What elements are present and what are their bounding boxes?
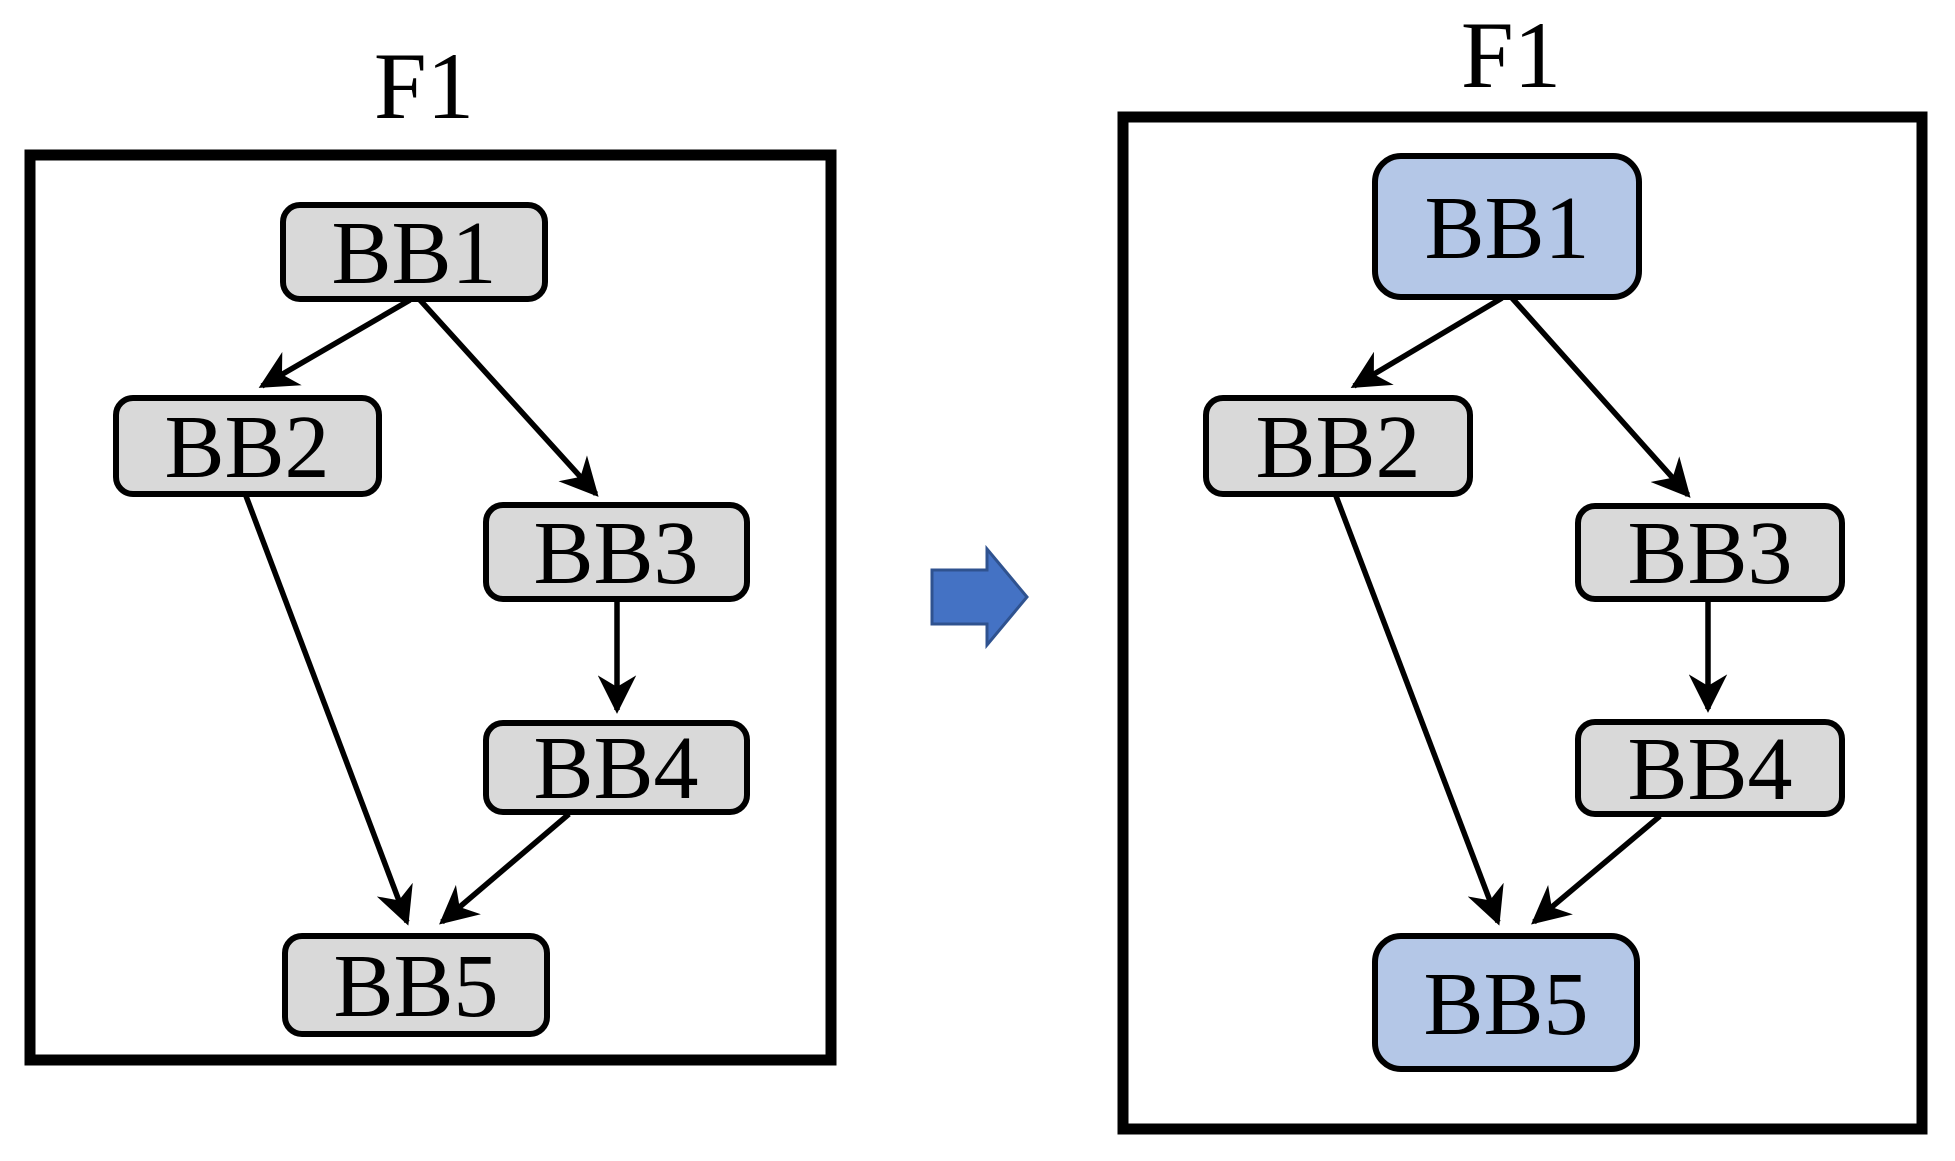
node-left-bb4-box — [483, 720, 750, 815]
node-left-bb5-label: BB5 — [333, 937, 498, 1036]
edge-bb4-bb5 — [439, 811, 571, 925]
node-right-bb2: BB2 — [1203, 395, 1473, 497]
left-cfg-panel: F1 BB1 BB2 BB3 — [24, 33, 837, 1066]
node-left-bb4-label: BB4 — [533, 719, 698, 818]
node-left-bb1: BB1 — [280, 202, 548, 303]
node-left-bb1-label: BB1 — [331, 204, 496, 303]
left-nodes: BB1 BB2 BB3 BB4 BB5 — [113, 202, 750, 1037]
node-left-bb1-box — [280, 202, 548, 302]
node-right-bb4-label: BB4 — [1627, 720, 1792, 819]
edge-bb1-bb2 — [1350, 295, 1504, 389]
right-cfg-panel: F1 BB1 BB2 BB3 — [1117, 2, 1928, 1135]
node-right-bb5-label: BB5 — [1423, 955, 1588, 1054]
node-right-bb4: BB4 — [1575, 719, 1845, 819]
node-right-bb3-label: BB3 — [1627, 504, 1792, 603]
node-right-bb3-box — [1575, 503, 1845, 602]
edge-bb2-bb5 — [1333, 495, 1504, 926]
node-right-bb1-box — [1372, 153, 1642, 300]
edge-bb1-bb2 — [258, 297, 412, 389]
node-left-bb4: BB4 — [483, 719, 750, 818]
transform-arrow-icon — [930, 544, 1029, 650]
node-right-bb2-box — [1203, 395, 1473, 497]
node-left-bb5-box — [282, 933, 550, 1037]
left-edges — [243, 297, 637, 926]
right-nodes: BB1 BB2 BB3 BB4 BB5 — [1203, 153, 1845, 1072]
node-left-bb2: BB2 — [113, 395, 382, 497]
left-function-boundary — [24, 149, 837, 1066]
node-right-bb2-label: BB2 — [1255, 398, 1420, 497]
edge-bb1-bb3 — [1509, 296, 1691, 498]
node-right-bb4-box — [1575, 719, 1845, 817]
node-right-bb3: BB3 — [1575, 503, 1845, 603]
node-left-bb3: BB3 — [483, 502, 750, 603]
node-right-bb5: BB5 — [1372, 933, 1640, 1072]
left-panel-title: F1 — [374, 33, 474, 139]
node-right-bb1-label: BB1 — [1424, 179, 1589, 278]
node-left-bb2-label: BB2 — [164, 398, 329, 497]
node-right-bb1: BB1 — [1372, 153, 1642, 300]
node-left-bb3-label: BB3 — [533, 504, 698, 603]
edge-bb1-bb3 — [417, 298, 599, 497]
right-panel-title: F1 — [1461, 2, 1561, 108]
node-left-bb2-box — [113, 395, 382, 497]
node-left-bb3-box — [483, 502, 750, 602]
node-left-bb5: BB5 — [282, 933, 550, 1037]
right-function-boundary — [1117, 111, 1928, 1135]
edge-bb2-bb5 — [243, 495, 413, 926]
node-right-bb5-box — [1372, 933, 1640, 1072]
right-edges — [1333, 295, 1728, 926]
edge-bb4-bb5 — [1531, 813, 1662, 925]
